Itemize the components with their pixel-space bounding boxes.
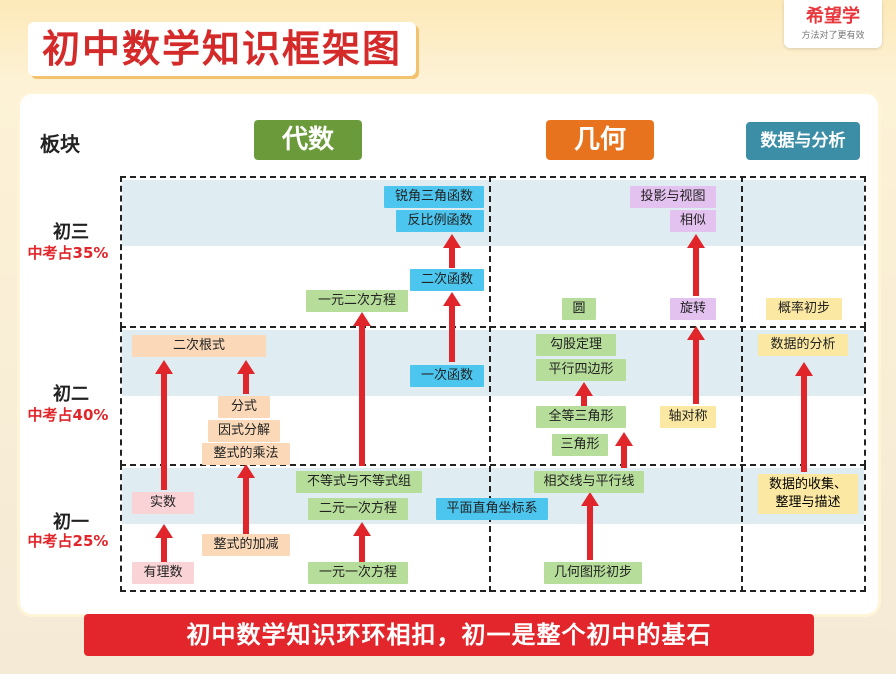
node-touying: 投影与视图 <box>630 186 716 208</box>
grade-label-7: 初一 <box>53 512 89 533</box>
node-yuan: 圆 <box>562 298 596 320</box>
node-zhengshi-jiajian: 整式的加减 <box>202 534 290 556</box>
arrow-yici-erci <box>442 292 462 362</box>
band-grade9 <box>122 180 864 246</box>
grid-row-grade9 <box>120 176 866 328</box>
arrow-chubu-xiangjiao <box>580 492 600 560</box>
node-pingxing: 平行四边形 <box>536 359 626 381</box>
node-xuanzhuan: 旋转 <box>670 298 716 320</box>
divider-algebra-geometry <box>489 176 491 592</box>
node-shuju-shouji-line2: 整理与描述 <box>775 495 841 510</box>
node-jihe-chubu: 几何图形初步 <box>544 562 642 584</box>
arrow-xiangjiao-sanjiao <box>614 432 634 468</box>
node-gougu: 勾股定理 <box>536 334 616 356</box>
arrow-youlishu-shishu <box>154 524 174 562</box>
divider-geometry-statistics <box>741 176 743 592</box>
node-shuju-fenxi: 数据的分析 <box>758 334 848 356</box>
node-yiyuan-yici: 一元一次方程 <box>308 562 408 584</box>
grade-pct-9: 中考占35% <box>27 244 109 262</box>
node-fanbili: 反比例函数 <box>396 210 484 232</box>
node-fenshi: 分式 <box>218 396 270 418</box>
node-shuju-shouji-line1: 数据的收集、 <box>768 477 847 492</box>
row-header-label: 板块 <box>40 132 80 156</box>
node-eryuan: 二元一次方程 <box>308 498 408 520</box>
arrow-yiyuan-eryuan <box>352 522 372 562</box>
page-title: 初中数学知识框架图 <box>28 22 417 76</box>
header-geometry: 几何 <box>546 120 654 160</box>
arrow-fenshi-genshi <box>236 360 256 394</box>
brand-logo: 希望学 方法对了更有效 <box>784 0 882 48</box>
arrow-shouji-fenxi <box>794 362 814 472</box>
footer-banner: 初中数学知识环环相扣，初一是整个初中的基石 <box>84 614 814 656</box>
node-zuobiao: 平面直角坐标系 <box>436 498 548 520</box>
grade-pct-7: 中考占25% <box>27 532 109 550</box>
node-erci-hanshu: 二次函数 <box>410 269 484 291</box>
node-shuju-shouji: 数据的收集、 整理与描述 <box>758 474 858 514</box>
node-xiangjiao: 相交线与平行线 <box>534 471 644 493</box>
logo-name: 希望学 <box>806 6 860 27</box>
node-xiangsi: 相似 <box>670 210 716 232</box>
arrow-jiajian-chengfa <box>236 464 256 534</box>
node-yinshi: 因式分解 <box>208 420 280 442</box>
arrow-quandeng-pingxing <box>574 382 594 406</box>
grade-label-8: 初二 <box>53 384 89 405</box>
grid-row-grade7 <box>120 464 866 592</box>
node-youlishu: 有理数 <box>132 562 194 584</box>
node-budengshi: 不等式与不等式组 <box>296 471 422 493</box>
node-sanjiao: 三角形 <box>552 434 608 456</box>
grade-pct-8: 中考占40% <box>27 406 109 424</box>
grade-label-9: 初三 <box>53 222 89 243</box>
node-zhengshi-chengfa: 整式的乘法 <box>202 443 290 465</box>
arrow-shishu-genshi <box>154 360 174 490</box>
header-algebra: 代数 <box>254 120 362 160</box>
arrow-budengshi-erci <box>352 312 372 466</box>
arrow-xuanzhuan-xiangsi <box>686 234 706 296</box>
node-ruijiao: 锐角三角函数 <box>384 186 484 208</box>
header-statistics: 数据与分析 <box>746 122 860 160</box>
arrow-zhou-xuanzhuan <box>686 326 706 404</box>
node-yiyuan-erci: 一元二次方程 <box>306 290 408 312</box>
node-gailv: 概率初步 <box>766 298 842 320</box>
logo-slogan: 方法对了更有效 <box>801 31 865 41</box>
arrow-erci-fanbili <box>442 234 462 268</box>
node-shishu: 实数 <box>132 492 194 514</box>
node-yici-hanshu: 一次函数 <box>410 365 484 387</box>
node-zhouduicheng: 轴对称 <box>660 406 716 428</box>
node-erci-genshi: 二次根式 <box>132 335 266 357</box>
node-quandeng: 全等三角形 <box>536 406 626 428</box>
